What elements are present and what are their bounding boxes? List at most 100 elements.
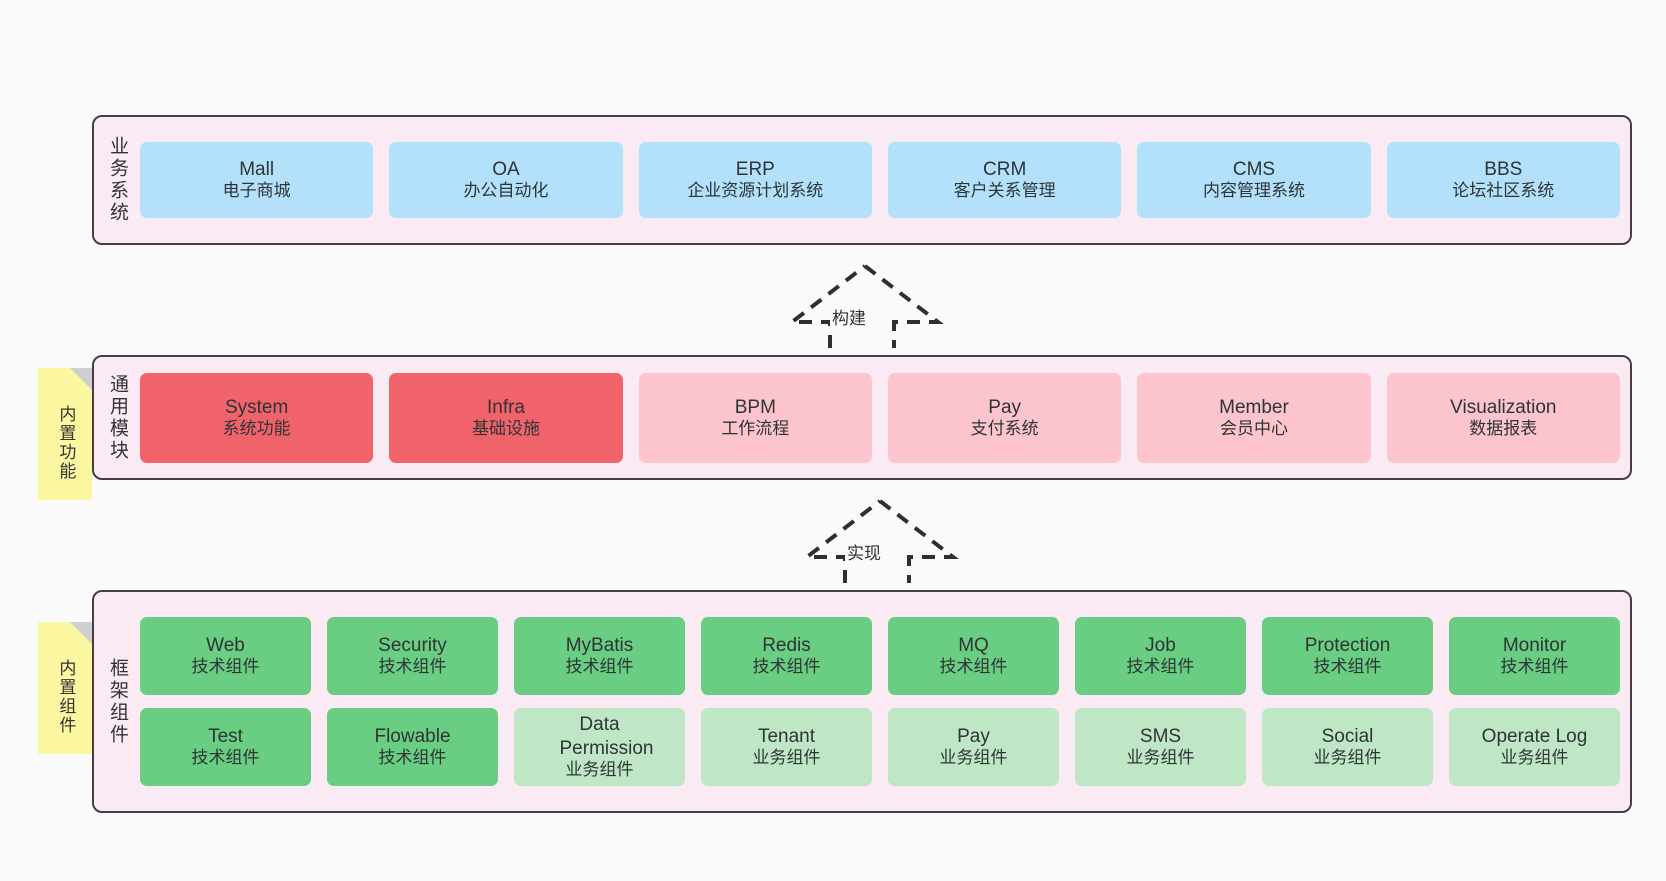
card-title: OA	[492, 159, 520, 181]
card-title: System	[224, 396, 289, 418]
card-subtitle: 技术组件	[191, 748, 260, 768]
card-title: Mall	[239, 159, 275, 181]
note-fold-corner-icon	[70, 368, 92, 390]
card-data-permission[interactable]: Data Permission 业务组件	[514, 708, 685, 786]
card-bpm[interactable]: BPM 工作流程	[638, 372, 872, 463]
section-label-common-module: 通用模块	[106, 373, 128, 462]
card-title: Job	[1145, 635, 1176, 657]
card-mq[interactable]: MQ 技术组件	[888, 617, 1059, 695]
card-pay-component[interactable]: Pay 业务组件	[888, 708, 1059, 786]
card-title: Social	[1321, 726, 1374, 748]
card-protection[interactable]: Protection 技术组件	[1262, 617, 1433, 695]
card-web[interactable]: Web 技术组件	[140, 617, 311, 695]
section-common-module: 通用模块 System 系统功能 Infra 基础设施 BPM 工作流程 Pay…	[92, 355, 1632, 480]
section-framework-component: 框架组件 Web 技术组件 Security 技术组件 MyBatis 技术组件…	[92, 590, 1632, 813]
connector-implement-label: 实现	[845, 539, 883, 564]
card-title: Tenant	[757, 726, 816, 748]
section-body-common-module: System 系统功能 Infra 基础设施 BPM 工作流程 Pay 支付系统…	[140, 357, 1630, 478]
card-title: SMS	[1139, 726, 1182, 748]
card-bbs[interactable]: BBS 论坛社区系统	[1386, 142, 1620, 218]
card-subtitle: 工作流程	[721, 418, 790, 438]
card-social[interactable]: Social 业务组件	[1262, 708, 1433, 786]
card-title: CRM	[983, 159, 1027, 181]
card-subtitle: 业务组件	[565, 759, 634, 779]
note-label: 内置组件	[56, 659, 76, 735]
card-title: Infra	[486, 396, 525, 418]
card-mall[interactable]: Mall 电子商城	[140, 142, 374, 218]
connector-build-shape	[786, 264, 944, 348]
card-row-tech-components: Web 技术组件 Security 技术组件 MyBatis 技术组件 Redi…	[140, 617, 1620, 695]
card-subtitle: 技术组件	[752, 657, 821, 677]
card-member[interactable]: Member 会员中心	[1137, 372, 1371, 463]
card-title: Data Permission	[559, 714, 654, 759]
card-subtitle: 电子商城	[222, 181, 291, 201]
card-job[interactable]: Job 技术组件	[1075, 617, 1246, 695]
section-body-framework-component: Web 技术组件 Security 技术组件 MyBatis 技术组件 Redi…	[140, 592, 1630, 811]
note-builtin-function: 内置功能	[38, 368, 92, 500]
card-pay-module[interactable]: Pay 支付系统	[887, 372, 1122, 463]
card-title: Pay	[957, 726, 990, 748]
card-subtitle: 业务组件	[1126, 748, 1195, 768]
card-subtitle: 业务组件	[1313, 748, 1382, 768]
section-label-framework-component: 框架组件	[106, 657, 128, 746]
connector-build: 构建	[786, 262, 944, 350]
card-subtitle: 客户关系管理	[953, 181, 1056, 201]
card-subtitle: 基础设施	[471, 418, 540, 438]
note-label: 内置功能	[56, 405, 76, 481]
card-subtitle: 技术组件	[378, 748, 447, 768]
card-oa[interactable]: OA 办公自动化	[389, 142, 623, 218]
card-cms[interactable]: CMS 内容管理系统	[1137, 142, 1371, 218]
card-subtitle: 数据报表	[1469, 418, 1538, 438]
card-subtitle: 企业资源计划系统	[687, 181, 824, 201]
card-flowable[interactable]: Flowable 技术组件	[327, 708, 498, 786]
card-title: Test	[208, 726, 243, 748]
card-title: Flowable	[374, 726, 451, 748]
card-title: Member	[1219, 396, 1289, 418]
section-business-system: 业务系统 Mall 电子商城 OA 办公自动化 ERP 企业资源计划系统 CRM…	[92, 115, 1632, 245]
card-subtitle: 技术组件	[565, 657, 634, 677]
card-infra[interactable]: Infra 基础设施	[389, 372, 623, 463]
card-title: Web	[206, 635, 245, 657]
card-tenant[interactable]: Tenant 业务组件	[701, 708, 872, 786]
card-title: Pay	[988, 396, 1022, 418]
card-sms[interactable]: SMS 业务组件	[1075, 708, 1246, 786]
card-title: Monitor	[1502, 635, 1567, 657]
card-row-business-components: Test 技术组件 Flowable 技术组件 Data Permission …	[140, 708, 1620, 786]
card-title: BBS	[1484, 159, 1523, 181]
card-erp[interactable]: ERP 企业资源计划系统	[638, 142, 872, 218]
card-subtitle: 论坛社区系统	[1452, 181, 1555, 201]
card-subtitle: 技术组件	[378, 657, 447, 677]
card-visualization[interactable]: Visualization 数据报表	[1386, 372, 1620, 463]
card-title: Redis	[762, 635, 811, 657]
card-system[interactable]: System 系统功能	[140, 372, 374, 463]
card-subtitle: 技术组件	[1313, 657, 1382, 677]
card-subtitle: 业务组件	[752, 748, 821, 768]
note-builtin-component: 内置组件	[38, 622, 92, 754]
card-subtitle: 技术组件	[1126, 657, 1195, 677]
card-title: MyBatis	[565, 635, 634, 657]
card-subtitle: 会员中心	[1219, 418, 1288, 438]
card-subtitle: 业务组件	[1500, 748, 1569, 768]
card-monitor[interactable]: Monitor 技术组件	[1449, 617, 1620, 695]
card-crm[interactable]: CRM 客户关系管理	[887, 142, 1122, 218]
card-security[interactable]: Security 技术组件	[327, 617, 498, 695]
connector-implement: 实现	[801, 497, 959, 585]
card-title: MQ	[958, 635, 989, 657]
card-subtitle: 系统功能	[222, 418, 291, 438]
card-row-common: System 系统功能 Infra 基础设施 BPM 工作流程 Pay 支付系统…	[140, 372, 1620, 463]
card-subtitle: 技术组件	[939, 657, 1008, 677]
card-mybatis[interactable]: MyBatis 技术组件	[514, 617, 685, 695]
card-subtitle: 技术组件	[191, 657, 260, 677]
card-title: BPM	[734, 396, 776, 418]
card-operate-log[interactable]: Operate Log 业务组件	[1449, 708, 1620, 786]
connector-build-label: 构建	[830, 304, 868, 329]
card-title: ERP	[735, 159, 775, 181]
section-label-business-system: 业务系统	[106, 136, 128, 224]
card-subtitle: 支付系统	[970, 418, 1039, 438]
card-test[interactable]: Test 技术组件	[140, 708, 311, 786]
card-subtitle: 业务组件	[939, 748, 1008, 768]
card-redis[interactable]: Redis 技术组件	[701, 617, 872, 695]
card-title: Operate Log	[1481, 726, 1588, 748]
card-title: CMS	[1232, 159, 1276, 181]
